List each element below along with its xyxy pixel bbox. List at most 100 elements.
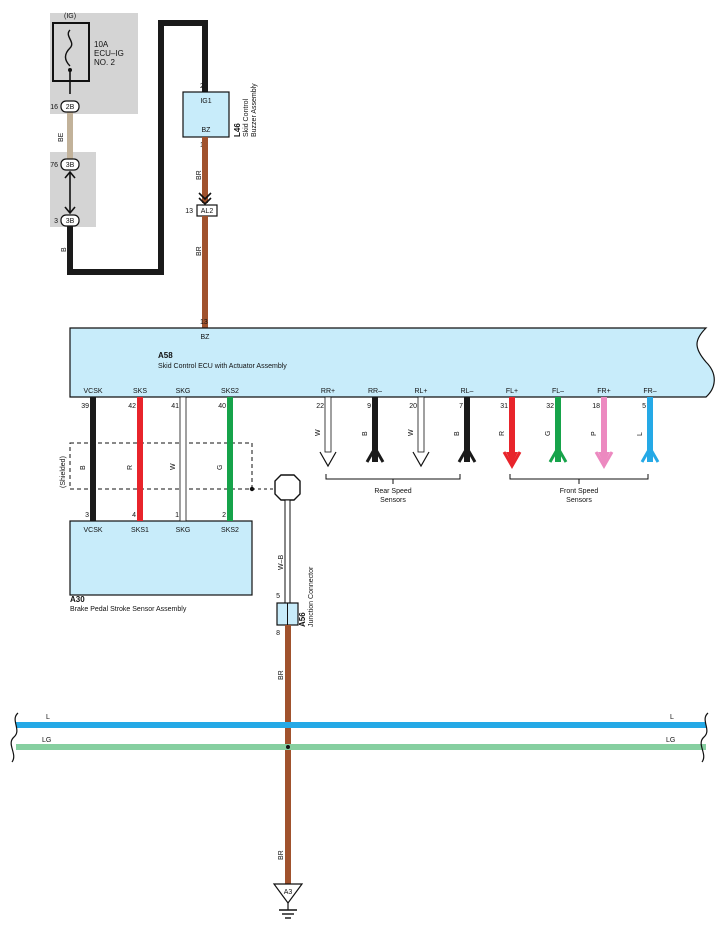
wire-br-1-label: BR (196, 170, 203, 180)
bus-l-right-label: L (670, 714, 674, 721)
ecu-id: A58 (158, 351, 173, 360)
ecu-pin-vcsk: 39 (81, 403, 89, 410)
fuse-rating: 10A (94, 40, 109, 49)
sensor-arrow-icon-rr-minus (365, 444, 385, 463)
shield-junction-icon (249, 486, 255, 492)
ecu-term-sks2: SKS2 (221, 388, 239, 395)
ecu-term-vcsk: VCSK (83, 388, 102, 395)
connector-3b-bottom-label: 3B (66, 218, 75, 225)
assy-term-skg: SKG (176, 527, 191, 534)
fuse-icon (64, 29, 73, 67)
front-bracket (509, 474, 649, 480)
bus-lg-right-label: LG (666, 737, 675, 744)
ecu-pin-fr-minus: 5 (642, 403, 646, 410)
rear-bracket (325, 474, 461, 480)
junction-id: A56 (298, 612, 307, 627)
ecu-terminals: VCSK39SKS42SKG41SKS240RR+22RR–9RL+20RL–7… (81, 388, 657, 410)
wire-be-label: BE (58, 132, 65, 142)
ecu-term-fl-plus: FL+ (506, 388, 518, 395)
assy-pin-skg: 1 (175, 512, 179, 519)
wire-color-fl-plus: R (499, 431, 506, 436)
assy-pin-sks2: 2 (222, 512, 226, 519)
connector-3b-top-pin: 76 (50, 162, 58, 169)
ecu-pin-fl-plus: 31 (500, 403, 508, 410)
buzzer-term-bottom: BZ (202, 127, 212, 134)
buzzer-id: L46 (233, 123, 242, 137)
ecu-term-rr-minus: RR– (368, 388, 382, 395)
wire-color-fr-plus: P (591, 431, 598, 436)
wire-br-4-label: BR (278, 850, 285, 860)
fuse-box (52, 22, 90, 82)
wire-rl-minus (464, 397, 470, 462)
wire-color-rl-minus: B (454, 431, 461, 436)
ecu-bz-term: BZ (201, 334, 211, 341)
connector-al2-pin: 13 (185, 208, 193, 215)
wire-br-ground (285, 625, 291, 884)
shield-box (69, 442, 253, 490)
bus-lg (16, 744, 706, 750)
ecu-term-rr-plus: RR+ (321, 388, 335, 395)
assy-pin-sks1: 4 (132, 512, 136, 519)
shield-ground-connector-icon (274, 474, 301, 501)
buzzer-pin-top: 2 (200, 83, 204, 90)
wire-color-vcsk: B (80, 465, 87, 470)
bus-lg-left-label: LG (42, 737, 51, 744)
assy-term-sks1: SKS1 (131, 527, 149, 534)
wire-color-sks2: G (217, 465, 224, 470)
bus-crossing-dot (286, 745, 290, 749)
wire-be (67, 112, 73, 160)
break-left-icon (10, 712, 19, 763)
front-sensors-line1: Front Speed (560, 488, 599, 495)
sensor-arrow-icon-fl-plus (502, 451, 522, 470)
junction-pin-bottom: 8 (276, 630, 280, 637)
fuse-number: NO. 2 (94, 58, 115, 67)
buzzer-box (182, 91, 230, 138)
wire-sks (137, 397, 143, 521)
ecu-term-rl-plus: RL+ (414, 388, 427, 395)
wire-fr-plus (601, 397, 607, 452)
ecu-term-sks: SKS (133, 388, 147, 395)
wire-br-1 (202, 137, 208, 203)
wire-fl-minus (555, 397, 561, 462)
wire-wb-label: W–B (278, 555, 285, 571)
connector-2b-label: 2B (66, 104, 75, 111)
ground-connector-icon (272, 883, 304, 905)
sensor-arrow-icon-rl-minus (457, 444, 477, 463)
ecu-pin-skg: 41 (171, 403, 179, 410)
ecu-pin-fl-minus: 32 (546, 403, 554, 410)
wire-color-fr-minus: L (637, 432, 644, 436)
sensor-arrow-fill-fl-plus (506, 452, 518, 464)
connector-2b (60, 100, 80, 113)
wire-rr-minus (372, 397, 378, 462)
fuse-name: ECU–IG (94, 49, 124, 58)
ecu-pin-rr-minus: 9 (367, 403, 371, 410)
ecu-pin-fr-plus: 18 (592, 403, 600, 410)
buzzer-name-1: Skid Control (243, 98, 250, 137)
sensor-assy-box (69, 520, 253, 596)
junction-caption: A56 Junction Connector (298, 566, 315, 627)
buzzer-name-2: Buzzer Assembly (251, 83, 258, 137)
wire-b-loop (67, 20, 208, 275)
wire-fr-minus (647, 397, 653, 462)
sensor-arrow-icon-fr-minus (640, 444, 660, 463)
break-right-icon (700, 712, 709, 763)
fuse-panel (50, 13, 138, 114)
rear-sensors-line2: Sensors (380, 497, 406, 504)
connector-3b-top-label: 3B (66, 162, 75, 169)
bus-l (16, 722, 706, 728)
ecu-term-skg: SKG (176, 388, 191, 395)
ecu-term-rl-minus: RL– (461, 388, 474, 395)
ecu-box (69, 327, 715, 398)
wire-color-fl-minus: G (545, 431, 552, 436)
wire-sks2 (227, 397, 233, 521)
connector-al2-label: AL2 (201, 208, 214, 215)
ecu-pin-rl-minus: 7 (459, 403, 463, 410)
wire-br-2 (202, 216, 208, 328)
connector-3b-top (60, 158, 80, 171)
junction-pin-top: 5 (276, 593, 280, 600)
ecu-pin-rl-plus: 20 (409, 403, 417, 410)
sensor-arrow-icon-rr-plus (319, 451, 337, 468)
wire-skg (179, 396, 187, 522)
